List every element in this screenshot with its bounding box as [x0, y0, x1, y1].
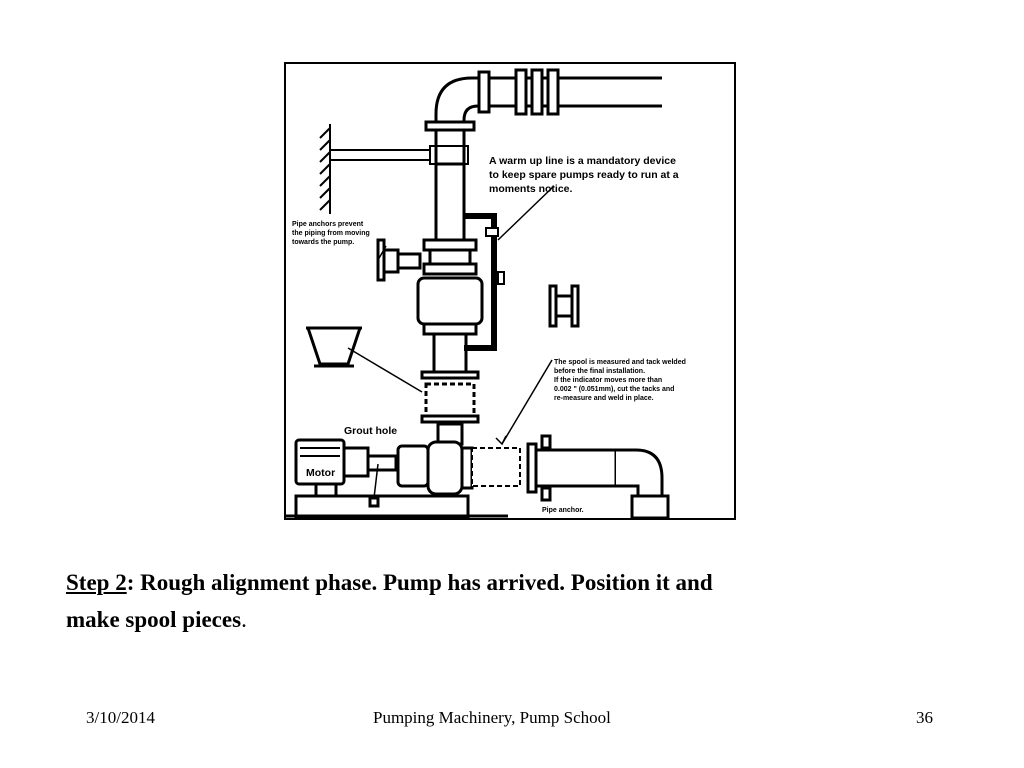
reducer-piece-loose	[305, 326, 363, 368]
caption-period: .	[241, 607, 247, 632]
slide-caption: Step 2: Rough alignment phase. Pump has …	[66, 564, 966, 638]
suction-pipe	[526, 434, 670, 518]
diagram-svg: A warm up line is a mandatory device to …	[286, 68, 688, 518]
warmup-line-2: moments notice.	[489, 183, 573, 195]
pipe-anchors-2: towards the pump.	[292, 239, 354, 246]
grout-hole-label: Grout hole	[344, 425, 397, 437]
warmup-line-label: A warm up line is a mandatory device to …	[489, 155, 682, 195]
motor	[294, 438, 398, 498]
pipe-anchor-label: Pipe anchor.	[542, 507, 584, 514]
footer-page-number: 36	[916, 708, 933, 727]
vertical-pipe	[416, 162, 484, 424]
pipe-anchors-label: Pipe anchors prevent the piping from mov…	[292, 221, 372, 246]
suction-spool-dashed	[471, 447, 521, 487]
footer-date: 3/10/2014	[86, 708, 155, 727]
pump-piping-diagram: A warm up line is a mandatory device to …	[284, 62, 736, 520]
motor-label: Motor	[306, 467, 335, 479]
spool-2: If the indicator moves more than	[554, 377, 662, 384]
callout-arrows	[347, 185, 555, 446]
warmup-line	[464, 213, 505, 351]
footer-title: Pumping Machinery, Pump School	[373, 708, 611, 727]
warmup-line-0: A warm up line is a mandatory device	[489, 155, 676, 167]
spool-0: The spool is measured and tack welded	[554, 359, 686, 366]
caption-step: Step 2	[66, 570, 127, 595]
top-pipe	[424, 68, 662, 214]
caption-text: : Rough alignment phase. Pump has arrive…	[126, 570, 713, 595]
spool-label: The spool is measured and tack welded be…	[554, 359, 688, 402]
baseplate	[286, 463, 508, 518]
pipe-anchors-1: the piping from moving	[292, 230, 370, 237]
warmup-line-1: to keep spare pumps ready to run at a	[489, 169, 679, 181]
valve-handwheel	[376, 238, 422, 282]
spool-piece-loose	[548, 284, 580, 328]
spool-4: re-measure and weld in place.	[554, 395, 654, 402]
pipe-anchors-0: Pipe anchors prevent	[292, 221, 364, 228]
spool-3: 0.002 " (0.051mm), cut the tacks and	[554, 386, 674, 393]
spool-1: before the final installation.	[554, 368, 645, 375]
caption-text-2: make spool pieces	[66, 607, 242, 632]
pump-casing	[396, 422, 474, 496]
